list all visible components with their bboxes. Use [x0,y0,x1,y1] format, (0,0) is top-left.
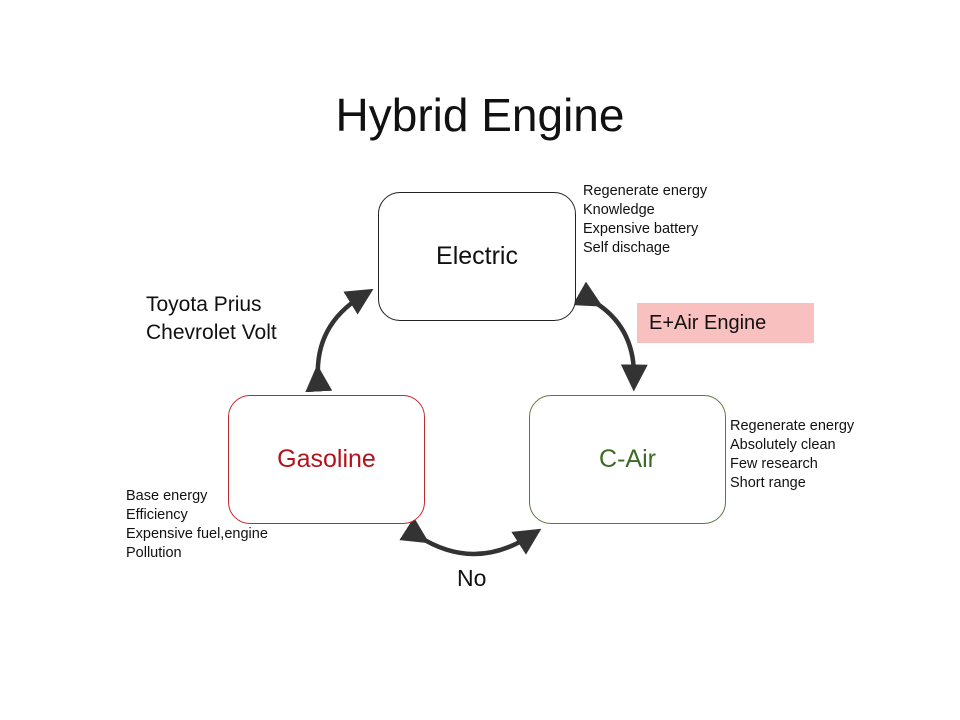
car-model: Chevrolet Volt [146,321,277,344]
cair-notes: Regenerate energy Absolutely clean Few r… [730,417,854,493]
note-item: Regenerate energy [730,418,855,434]
note-item: Efficiency [126,507,188,523]
node-electric-label: Electric [436,242,518,270]
node-electric: Electric [378,192,576,321]
note-item: Expensive fuel,engine [126,526,268,542]
node-gasoline-label: Gasoline [277,445,376,473]
note-item: Regenerate energy [583,183,708,199]
electric-notes: Regenerate energy Knowledge Expensive ba… [583,182,707,258]
node-gasoline: Gasoline [228,395,425,524]
arrow-gasoline-cair [399,517,542,557]
note-item: Self dischage [583,240,671,256]
note-item: Expensive battery [583,221,699,237]
diagram-title: Hybrid Engine [335,89,625,141]
note-item: Few research [730,456,818,472]
note-item: Absolutely clean [730,437,836,453]
arrow-electric-gasoline [305,288,374,393]
car-model: Toyota Prius [146,293,262,316]
arrow-electric-cair [572,281,648,392]
note-item: Short range [730,475,806,491]
node-cair: C-Air [529,395,726,524]
gasoline-notes: Base energy Efficiency Expensive fuel,en… [126,487,268,563]
edge-label-electric-gasoline: Toyota Prius Chevrolet Volt [146,291,277,347]
note-item: Base energy [126,488,208,504]
note-item: Knowledge [583,202,655,218]
note-item: Pollution [126,545,182,561]
edge-label-gasoline-cair: No [457,565,487,591]
node-cair-label: C-Air [599,445,656,473]
edge-label-electric-cair: E+Air Engine [637,303,814,343]
